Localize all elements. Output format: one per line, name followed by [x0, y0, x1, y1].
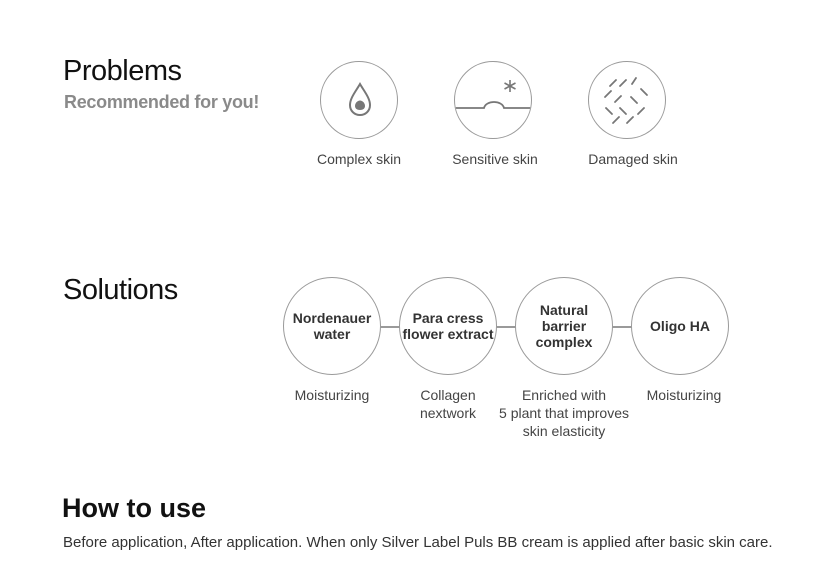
problem-label-damaged-skin: Damaged skin: [588, 151, 678, 167]
solutions-title: Solutions: [63, 274, 178, 306]
damaged-skin-icon: [588, 61, 666, 139]
solution-description: Moisturizing: [294, 387, 370, 403]
connector-line: [612, 326, 634, 328]
solution-description: Enriched with 5 plant that improves skin…: [499, 387, 629, 439]
how-to-use-title: How to use: [62, 493, 207, 523]
connector-line: [496, 326, 518, 328]
connector-line: [380, 326, 402, 328]
solution-ingredient: Oligo HA: [631, 277, 729, 375]
solution-ingredient: Nordenauer water: [283, 277, 381, 375]
problem-label-sensitive-skin: Sensitive skin: [452, 151, 538, 167]
solution-description: Collagen nextwork: [419, 387, 477, 421]
how-to-use-text: Before application, After application. W…: [63, 534, 773, 551]
solution-description: Moisturizing: [646, 387, 722, 403]
problems-title: Problems: [63, 55, 182, 87]
solution-ingredient: Para cress flower extract: [399, 277, 497, 375]
problems-subtitle: Recommended for you!: [64, 92, 260, 112]
sensitive-skin-icon: [454, 61, 532, 139]
solution-ingredient: Natural barrier complex: [515, 277, 613, 375]
problem-label-complex-skin: Complex skin: [316, 151, 402, 167]
droplet-icon: [320, 61, 398, 139]
